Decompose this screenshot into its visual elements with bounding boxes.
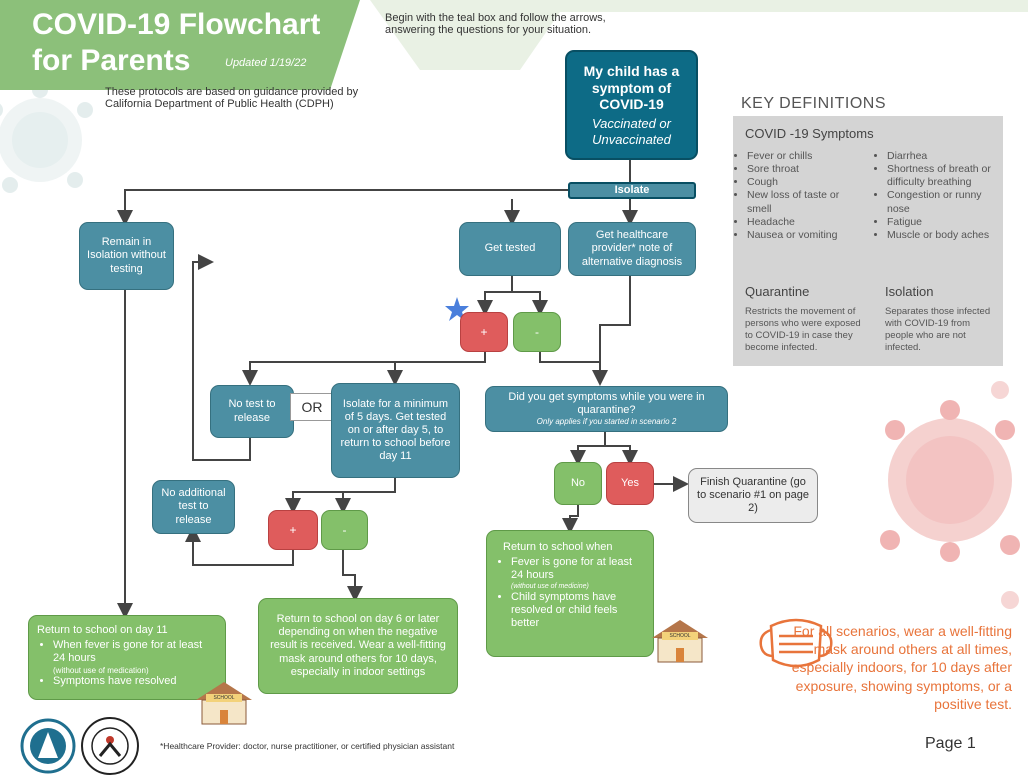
answer-no-box: No: [554, 462, 602, 505]
or-label: OR: [290, 393, 334, 421]
remain-isolation-box: Remain in Isolation without testing: [79, 222, 174, 290]
provider-note-box: Get healthcare provider* note of alterna…: [568, 222, 696, 276]
return-day6-box: Return to school on day 6 or later depen…: [258, 598, 458, 694]
symptom-item: Shortness of breath or difficulty breath…: [887, 163, 999, 189]
symptoms-list-1: Fever or chills Sore throat Cough New lo…: [731, 150, 859, 242]
symptom-item: Cough: [747, 176, 859, 189]
updated-date: Updated 1/19/22: [225, 57, 307, 69]
question-note: Only applies if you started in scenario …: [536, 417, 677, 427]
get-tested-box: Get tested: [459, 222, 561, 276]
definitions-panel: COVID -19 Symptoms Fever or chills Sore …: [733, 116, 1003, 366]
symptom-item: Fever or chills: [747, 150, 859, 163]
mask-message: For all scenarios, wear a well-fitting m…: [791, 623, 1012, 712]
return-day11-title: Return to school on day 11: [37, 624, 168, 636]
return-when-note: (without use of medicine): [511, 582, 589, 590]
retest-negative-box: -: [321, 510, 368, 550]
title-line2: for Parents: [32, 44, 191, 77]
symptom-item: Muscle or body aches: [887, 229, 999, 242]
return-day11-item: When fever is gone for at least 24 hours: [53, 639, 217, 665]
return-when-list: Fever is gone for at least 24 hours (wit…: [495, 556, 645, 630]
school-sign: SCHOOL: [669, 633, 691, 639]
isolate-bar: Isolate: [568, 182, 696, 199]
symptom-item: Fatigue: [887, 216, 999, 229]
answer-yes-box: Yes: [606, 462, 654, 505]
school-house-icon: [652, 620, 708, 663]
isolate-5-days-box: Isolate for a minimum of 5 days. Get tes…: [331, 383, 460, 478]
return-day11-list: When fever is gone for at least 24 hours…: [37, 639, 217, 688]
finish-quarantine-box: Finish Quarantine (go to scenario #1 on …: [688, 468, 818, 523]
start-box: My child has a symptom of COVID-19 Vacci…: [565, 50, 698, 160]
definitions-heading: KEY DEFINITIONS: [741, 95, 887, 112]
retest-positive-box: +: [268, 510, 318, 550]
isolation-title: Isolation: [885, 284, 934, 299]
office-of-education-logo: [20, 718, 76, 774]
quarantine-question-box: Did you get symptoms while you were in q…: [485, 386, 728, 432]
symptom-item: Nausea or vomiting: [747, 229, 859, 242]
return-day11-item: Symptoms have resolved: [53, 675, 217, 688]
return-when-box: Return to school when Fever is gone for …: [486, 530, 654, 657]
quarantine-text: Restricts the movement of persons who we…: [745, 306, 861, 353]
public-health-department-logo: [81, 717, 139, 775]
return-when-title: Return to school when: [503, 541, 613, 553]
symptom-item: Sore throat: [747, 163, 859, 176]
start-title: My child has a symptom of COVID-19: [583, 62, 680, 113]
test-negative-box: -: [513, 312, 561, 352]
virus-decoration-left: [0, 82, 93, 193]
return-when-item: Fever is gone for at least 24 hours: [511, 556, 645, 582]
question-text: Did you get symptoms while you were in q…: [508, 391, 705, 417]
symptom-item: Headache: [747, 216, 859, 229]
instructions: Begin with the teal box and follow the a…: [385, 12, 606, 36]
school-house-icon: [196, 682, 252, 725]
no-additional-test-box: No additional test to release: [152, 480, 235, 534]
test-positive-box: +: [460, 312, 508, 352]
page-label: Page 1: [925, 735, 976, 752]
header-banner: [0, 0, 1028, 90]
symptoms-title: COVID -19 Symptoms: [745, 126, 874, 141]
virus-decoration-right: [880, 381, 1020, 609]
footnote: *Healthcare Provider: doctor, nurse prac…: [160, 741, 455, 751]
title-line1: COVID-19 Flowchart: [32, 8, 321, 41]
return-when-item: Child symptoms have resolved or child fe…: [511, 591, 645, 631]
no-test-release-box: No test to release: [210, 385, 294, 438]
start-subtitle: Vaccinated or Unvaccinated: [591, 116, 671, 147]
return-day11-note: (without use of medication): [53, 665, 149, 675]
mask-icon: [759, 618, 833, 668]
protocol-note: These protocols are based on guidance pr…: [105, 86, 359, 110]
quarantine-title: Quarantine: [745, 284, 810, 299]
symptom-item: Congestion or runny nose: [887, 189, 999, 215]
return-day11-box: Return to school on day 11 When fever is…: [28, 615, 226, 700]
symptom-item: New loss of taste or smell: [747, 189, 859, 215]
symptoms-list-2: Diarrhea Shortness of breath or difficul…: [871, 150, 999, 242]
isolation-text: Separates those infected with COVID-19 f…: [885, 306, 991, 353]
school-sign: SCHOOL: [213, 695, 235, 701]
symptom-item: Diarrhea: [887, 150, 999, 163]
